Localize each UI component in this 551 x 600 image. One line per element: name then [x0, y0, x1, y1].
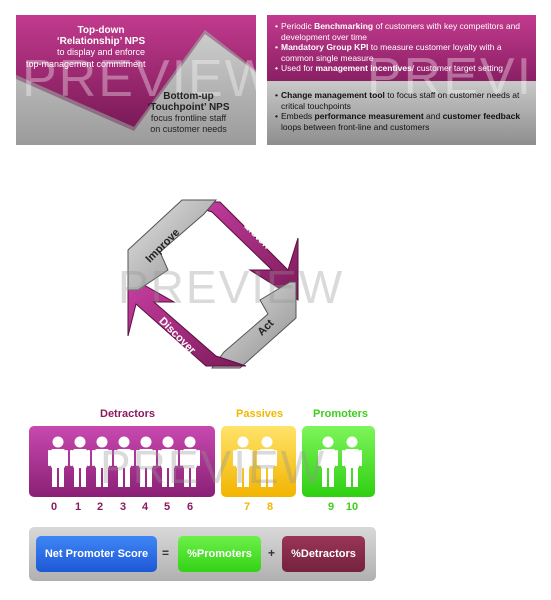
improve-arrow — [127, 199, 218, 291]
person-icon — [136, 436, 156, 493]
promoters-pill: %Promoters — [178, 536, 261, 572]
score-number: 8 — [266, 501, 274, 513]
bullet-text-bold: Change management tool — [280, 90, 385, 100]
bullet-text: Used for management incentives/ customer… — [281, 63, 503, 74]
top-left-panel: PREVIEW Top-down ‘Relationship’ NPS to d… — [16, 15, 256, 145]
bottom-up-line-1: focus frontline staff — [150, 113, 227, 123]
bullet-dot: • — [275, 42, 278, 52]
cycle-svg: Listen Act Discover Improve — [127, 199, 299, 369]
score-number: 0 — [50, 501, 58, 513]
watermark-text-3: PREVIEW — [118, 261, 345, 313]
score-number: 7 — [243, 501, 251, 513]
person-icon — [233, 436, 253, 493]
top-down-block: Top-down ‘Relationship’ NPS to display a… — [36, 25, 166, 58]
score-number: 9 — [327, 501, 335, 513]
promoters-heading: Promoters — [313, 408, 369, 420]
bullet-text-pre: Used for — [280, 63, 316, 73]
bullet-text: Change management tool to focus staff on… — [281, 90, 529, 111]
bullet-dot: • — [275, 90, 278, 100]
bullet-text-post: to focus staff on customer needs at crit… — [280, 90, 520, 111]
bottom-up-block: Bottom-up ‘Touchpoint’ NPS focus frontli… — [136, 91, 241, 135]
benchmark-list: • Periodic Benchmarking of customers wit… — [275, 21, 529, 74]
bullet-text-mid: and — [423, 111, 443, 121]
score-number: 10 — [345, 501, 359, 513]
person-icon — [158, 436, 178, 493]
bullet-text-bold: Mandatory Group KPI — [280, 42, 369, 52]
listen-arrow — [181, 201, 299, 301]
act-arrow — [211, 281, 297, 369]
score-number: 4 — [141, 501, 149, 513]
person-icon — [180, 436, 200, 493]
bullet-embeds: • Embeds performance measurement and cus… — [275, 111, 529, 132]
top-right-panel: PREVIEW • Periodic Benchmarking of custo… — [267, 15, 536, 145]
bullet-dot: • — [275, 111, 278, 121]
bullet-text: Mandatory Group KPI to measure customer … — [281, 42, 529, 63]
bullet-text-bold: management incentives — [315, 63, 412, 73]
bullet-text-bold-2: customer feedback — [442, 111, 521, 121]
score-number: 6 — [186, 501, 194, 513]
passives-heading: Passives — [236, 408, 284, 420]
bottom-up-title-2: ‘Touchpoint’ NPS — [147, 102, 230, 113]
top-right-background — [267, 15, 536, 145]
bottom-up-line-2: on customer needs — [150, 124, 227, 134]
bullet-text-post: loops between front-line and customers — [280, 121, 430, 132]
bullet-text-post: of customers with key competitors and de… — [280, 21, 521, 42]
bullet-change-tool: • Change management tool to focus staff … — [275, 90, 529, 111]
bullet-kpi: • Mandatory Group KPI to measure custome… — [275, 42, 529, 63]
bullet-dot: • — [275, 63, 278, 73]
bullet-dot: • — [275, 21, 278, 31]
bullet-text-bold: performance measurement — [314, 111, 424, 121]
person-icon — [114, 436, 134, 493]
bullet-text-post: / customer target setting — [411, 63, 504, 73]
bullet-incentives: • Used for management incentives/ custom… — [275, 63, 529, 74]
person-icon — [257, 436, 277, 493]
detractors-heading: Detractors — [100, 408, 156, 420]
promoters-box — [302, 426, 375, 497]
bullet-text-pre: Periodic — [280, 21, 315, 31]
top-down-title-1: Top-down — [77, 25, 125, 36]
bullet-text-bold: Benchmarking — [314, 21, 374, 31]
score-number: 3 — [119, 501, 127, 513]
bullet-benchmarking: • Periodic Benchmarking of customers wit… — [275, 21, 529, 42]
top-down-title-2: ‘Relationship’ NPS — [56, 36, 146, 47]
score-number: 5 — [163, 501, 171, 513]
score-number: 2 — [96, 501, 104, 513]
person-icon — [70, 436, 90, 493]
bullet-text: Embeds performance measurement and custo… — [281, 111, 529, 132]
watermark-text: PREVIEW — [22, 50, 256, 108]
plus-sign: + — [268, 546, 276, 560]
top-left-background — [16, 15, 256, 145]
bottom-up-title-1: Bottom-up — [163, 91, 214, 102]
change-list: • Change management tool to focus staff … — [275, 90, 529, 132]
cycle-diagram: Listen Act Discover Improve — [120, 190, 310, 375]
equals-sign: = — [162, 546, 170, 560]
person-icon — [342, 436, 362, 493]
watermark-text-2: PREVIEW — [367, 48, 536, 106]
bullet-text-pre: Embeds — [280, 111, 315, 121]
person-icon — [48, 436, 68, 493]
watermark-text-4: PREVIEW — [100, 441, 327, 493]
top-down-line-1: to display and enforce — [56, 47, 146, 57]
top-down-line-2: top-management commitment — [26, 59, 146, 69]
detractors-pill: %Detractors — [282, 536, 365, 572]
score-number: 1 — [74, 501, 82, 513]
person-icon — [318, 436, 338, 493]
bullet-text-post: to measure customer loyalty with a commo… — [280, 42, 502, 63]
bullet-text: Periodic Benchmarking of customers with … — [281, 21, 529, 42]
person-icon — [92, 436, 112, 493]
nps-pill: Net Promoter Score — [36, 536, 157, 572]
